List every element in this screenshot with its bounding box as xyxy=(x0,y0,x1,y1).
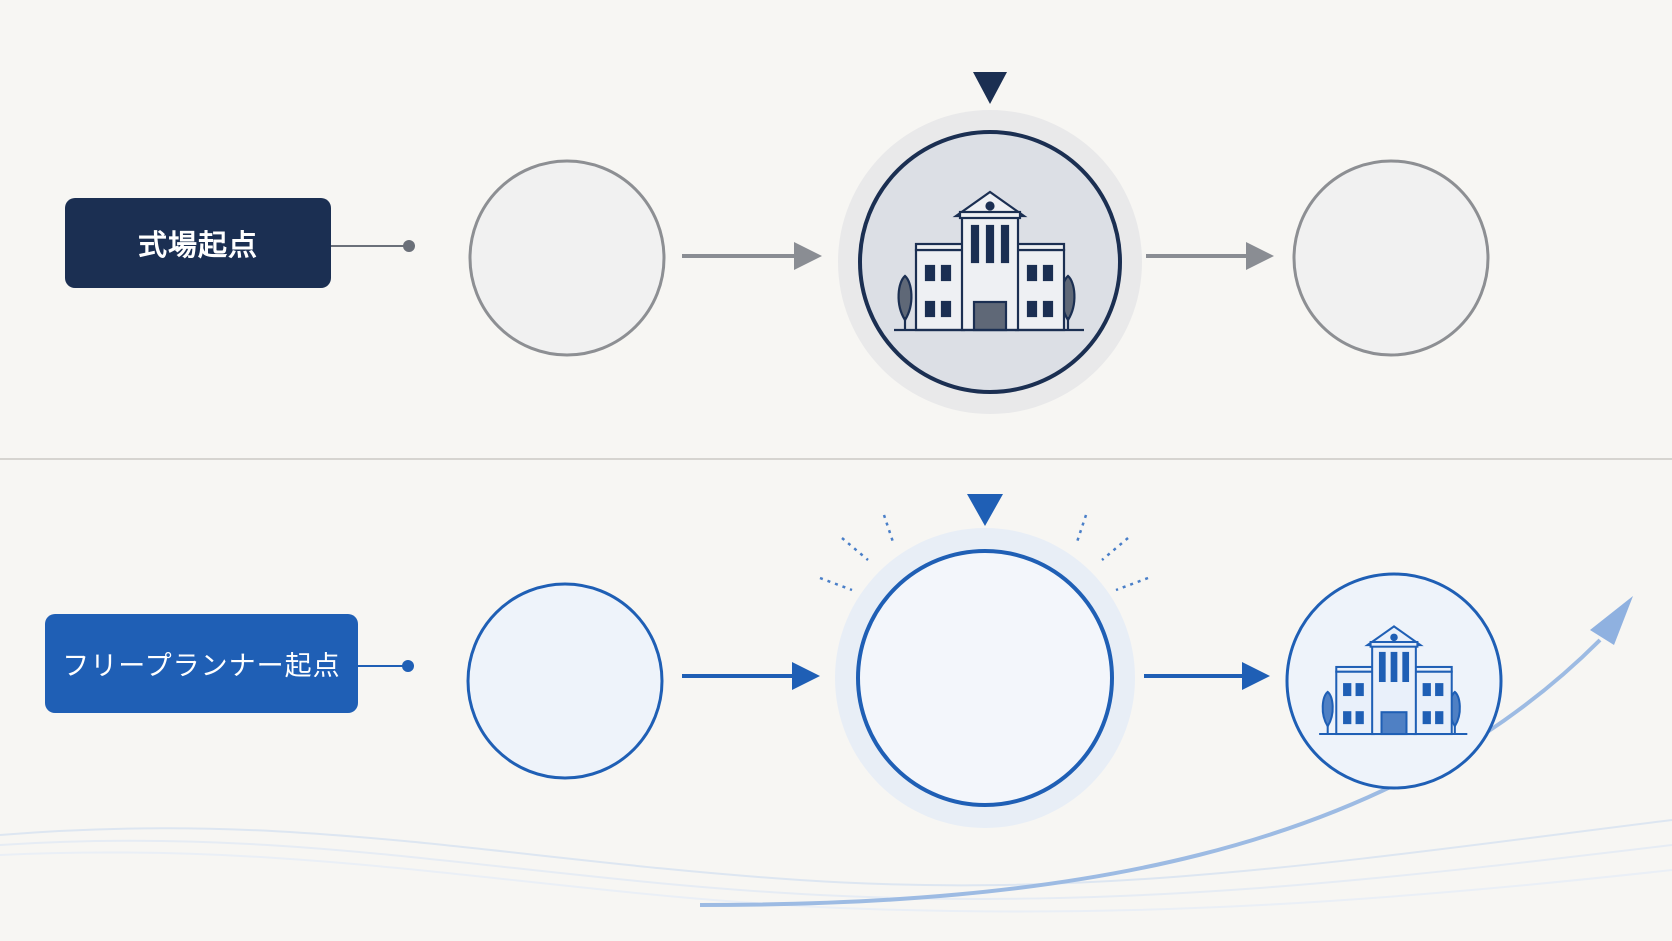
growth-arrow xyxy=(699,596,1633,907)
venue-origin-label: 式場起点 xyxy=(65,198,331,288)
highlight-marker-top xyxy=(973,72,1007,104)
connector-dot-bottom xyxy=(402,660,414,672)
planner-origin-label: フリープランナー起点 xyxy=(45,614,358,713)
flow-arrow-top-1 xyxy=(682,242,822,270)
flow-arrow-bottom-2 xyxy=(1144,662,1270,690)
wedding-venue-icon xyxy=(1285,572,1503,790)
connector-dot-top xyxy=(403,240,415,252)
flow-arrow-top-2 xyxy=(1146,242,1274,270)
highlight-marker-bottom xyxy=(967,494,1003,526)
wedding-venue-icon xyxy=(838,110,1142,414)
planner-icon xyxy=(835,528,1135,828)
planner-icon xyxy=(1292,159,1490,357)
wave-decoration xyxy=(0,819,1672,913)
woman-icon xyxy=(468,159,666,357)
woman-icon xyxy=(466,582,664,780)
flow-arrow-bottom-1 xyxy=(682,662,820,690)
sparkle-lines xyxy=(819,514,1149,592)
